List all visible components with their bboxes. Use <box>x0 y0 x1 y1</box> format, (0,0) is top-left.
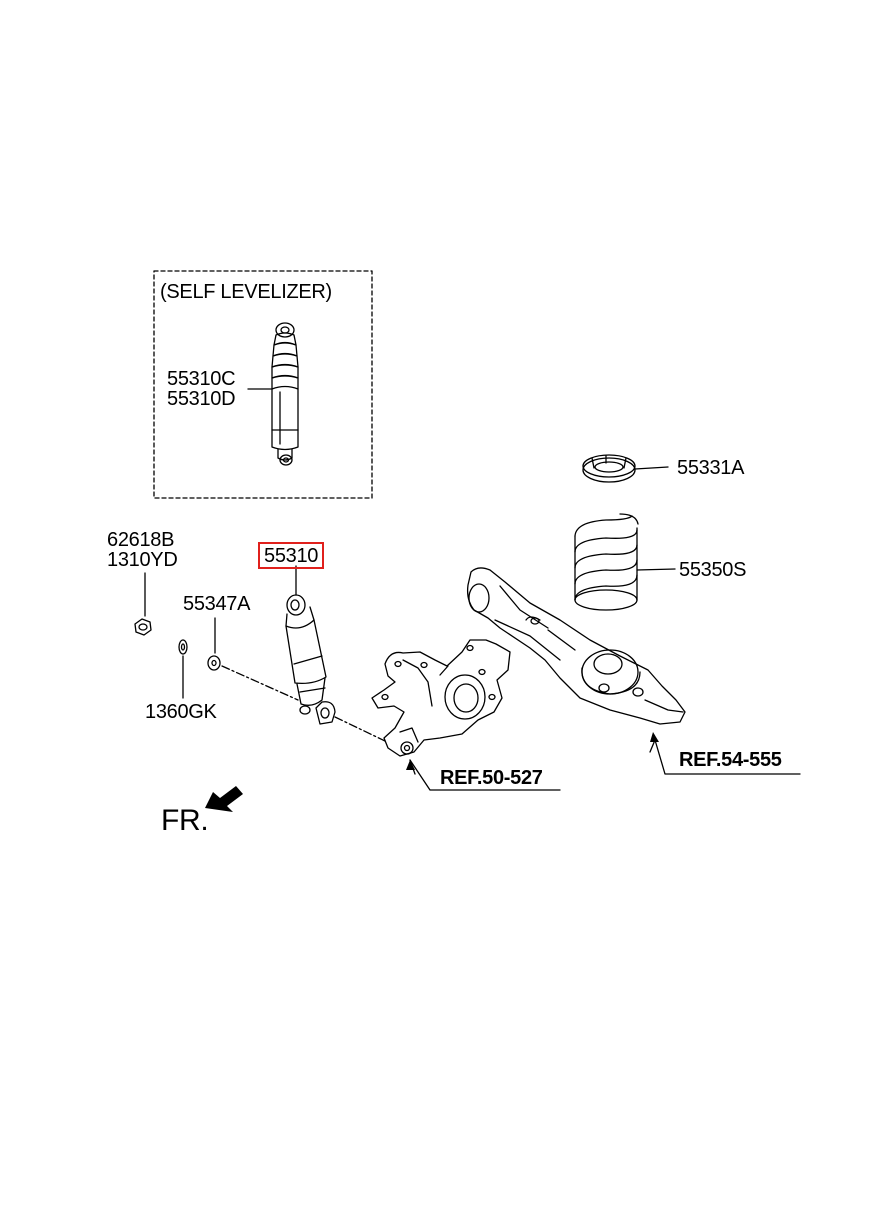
front-direction-arrow <box>205 786 243 812</box>
self-levelizer-shock-drawing <box>247 322 299 466</box>
part-label-55347a[interactable]: 55347A <box>183 593 251 615</box>
washer-drawings <box>178 617 221 699</box>
self-levelizer-group-title: (SELF LEVELIZER) <box>160 281 332 303</box>
ref-knuckle-arrowhead <box>406 760 415 770</box>
coil-spring-drawing <box>574 513 676 611</box>
ref-label-knuckle[interactable]: REF.50-527 <box>440 767 543 789</box>
part-label-55310c[interactable]: 55310C <box>167 368 236 390</box>
part-label-55350s[interactable]: 55350S <box>679 559 747 581</box>
knuckle-drawing <box>371 639 561 791</box>
part-label-55310-highlighted[interactable]: 55310 <box>258 542 325 569</box>
shock-absorber-drawing <box>285 565 336 725</box>
part-label-55310d[interactable]: 55310D <box>167 388 236 410</box>
part-label-55331a[interactable]: 55331A <box>677 457 745 479</box>
part-label-62618b[interactable]: 62618B <box>107 529 175 551</box>
spring-pad-drawing <box>582 454 669 483</box>
part-label-1310yd[interactable]: 1310YD <box>107 549 178 571</box>
nut-drawing <box>134 572 152 636</box>
ref-arm-arrowhead <box>650 732 659 742</box>
front-direction-label: FR. <box>161 804 209 837</box>
part-label-1360gk[interactable]: 1360GK <box>145 701 217 723</box>
ref-label-lower-arm[interactable]: REF.54-555 <box>679 749 782 771</box>
self-levelizer-box <box>153 270 373 499</box>
lower-arm-drawing <box>466 567 801 775</box>
